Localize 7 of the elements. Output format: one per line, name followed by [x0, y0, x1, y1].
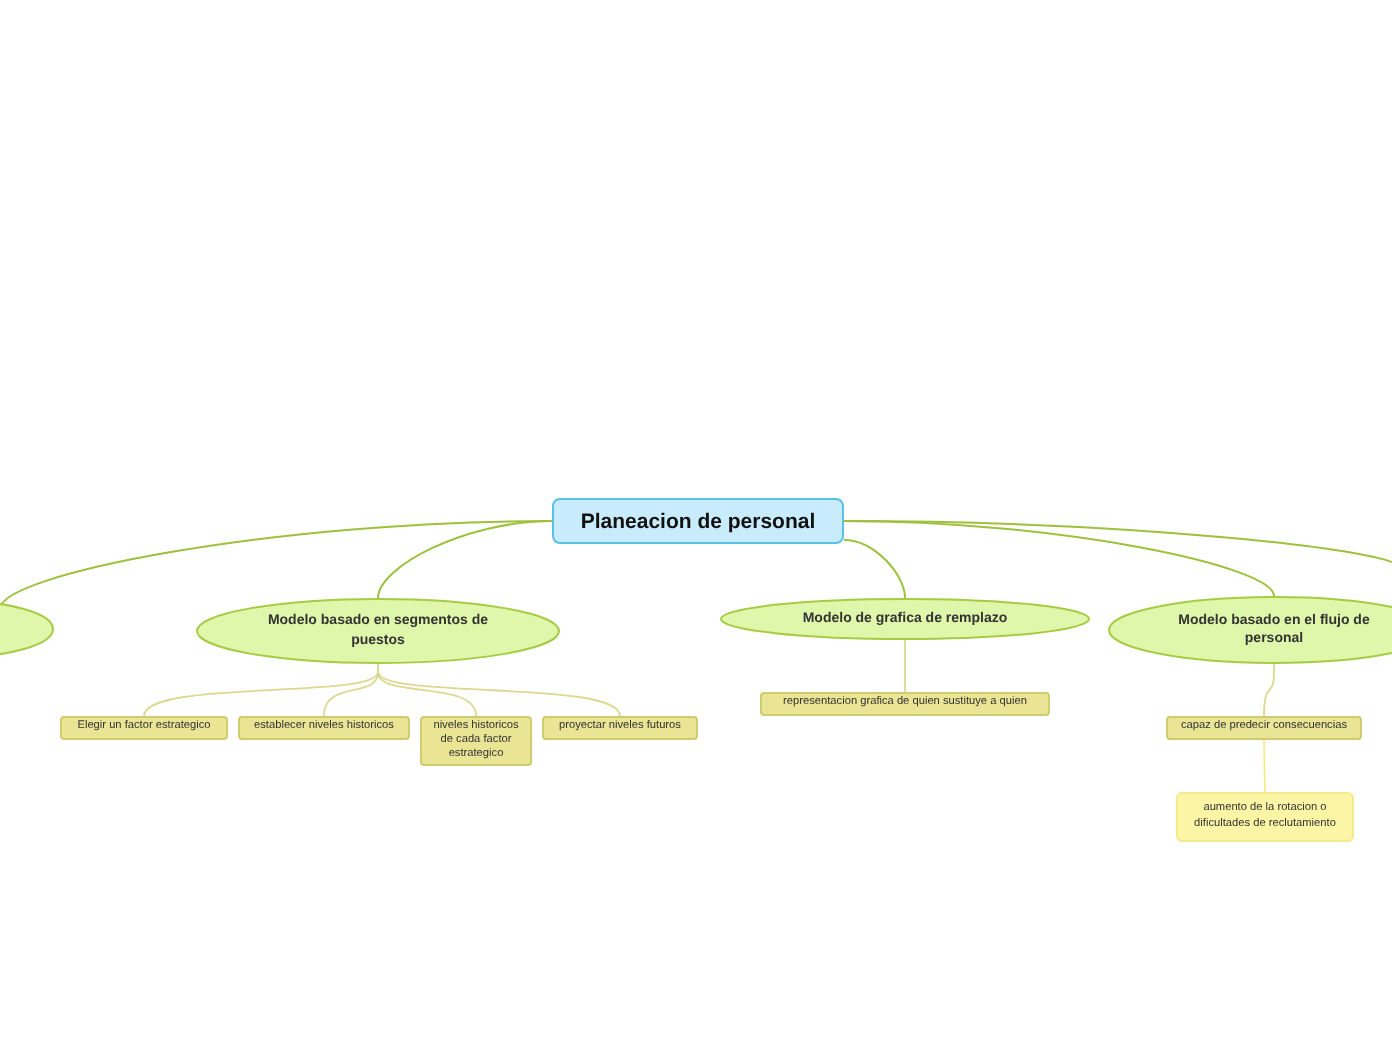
connector-line: [843, 539, 906, 599]
connector-line: [904, 639, 906, 693]
connector-line: [843, 520, 1392, 569]
connector-line: [377, 520, 553, 599]
connector-line: [1263, 739, 1266, 793]
title-box: Planeacion de personal: [552, 498, 844, 544]
connector-line: [1263, 663, 1275, 717]
